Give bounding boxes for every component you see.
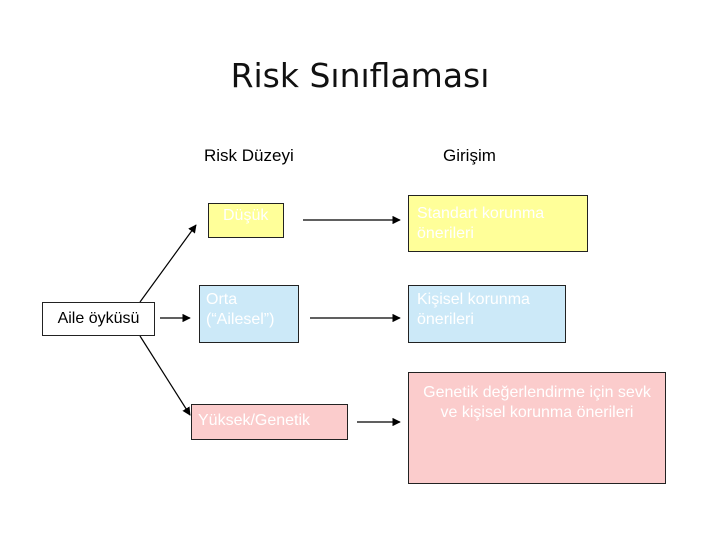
risk-level-medium: Orta (“Ailesel”) <box>199 285 299 343</box>
action-standard: Standart korunma önerileri <box>408 195 588 252</box>
page-title: Risk Sınıflaması <box>230 56 490 95</box>
intervention-header: Girişim <box>443 146 496 165</box>
family-history-box: Aile öyküsü <box>42 302 155 336</box>
risk-level-high: Yüksek/Genetik <box>191 404 348 440</box>
arrow-to-high <box>139 335 191 416</box>
action-genetic: Genetik değerlendirme için sevk ve kişis… <box>408 372 666 484</box>
arrow-to-low <box>139 224 197 303</box>
action-personal: Kişisel korunma önerileri <box>408 285 566 343</box>
risk-level-low: Düşük <box>208 203 284 238</box>
risk-level-header: Risk Düzeyi <box>204 146 294 165</box>
